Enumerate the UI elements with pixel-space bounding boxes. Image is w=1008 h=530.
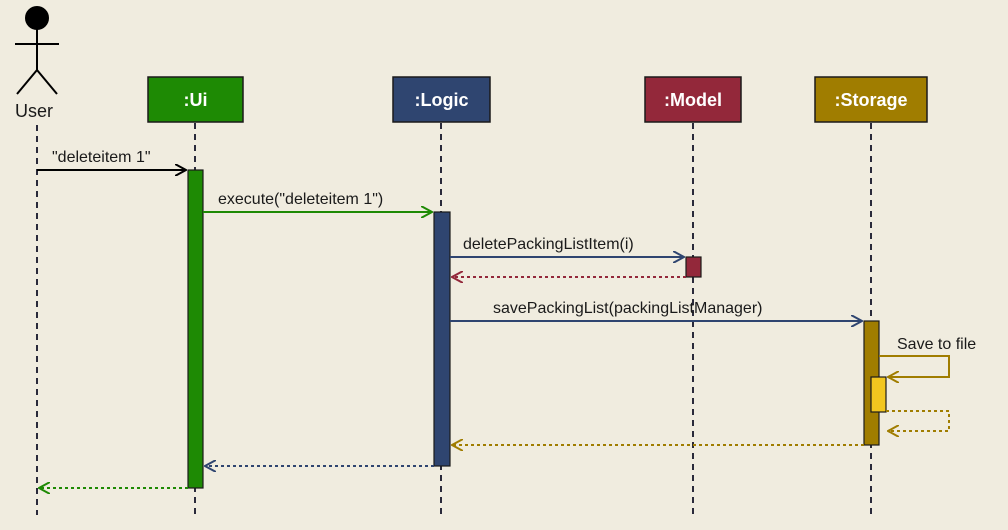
participant-model-label: :Model [664,90,722,110]
participant-storage: :Storage [814,76,928,123]
actor-user: User [15,6,59,121]
message-label: execute("deleteitem 1") [218,191,383,208]
self-call-arrow [879,355,950,377]
participant-model: :Model [644,76,742,123]
activation-logic [433,211,451,467]
message-label: Save to file [897,336,976,353]
participant-logic-box [392,76,491,123]
messages: "deleteitem 1" execute("deleteitem 1") d… [37,149,976,488]
participant-ui-box [147,76,244,123]
participant-storage-box [814,76,928,123]
participant-storage-label: :Storage [834,90,907,110]
participant-logic: :Logic [392,76,491,123]
message-label: deletePackingListItem(i) [463,236,634,253]
participant-ui: :Ui [147,76,244,123]
message-label: savePackingList(packingListManager) [493,300,762,317]
participant-ui-label: :Ui [184,90,208,110]
participant-model-box [644,76,742,123]
actor-user-label: User [15,101,53,121]
message-label: "deleteitem 1" [52,149,151,166]
stick-figure-icon [15,6,59,95]
self-return-arrow [886,410,950,431]
lifelines [36,123,872,515]
activation-ui [187,169,204,489]
activations [187,169,887,489]
participant-logic-label: :Logic [415,90,469,110]
activation-storage-inner [870,376,887,413]
activation-model [685,256,702,278]
